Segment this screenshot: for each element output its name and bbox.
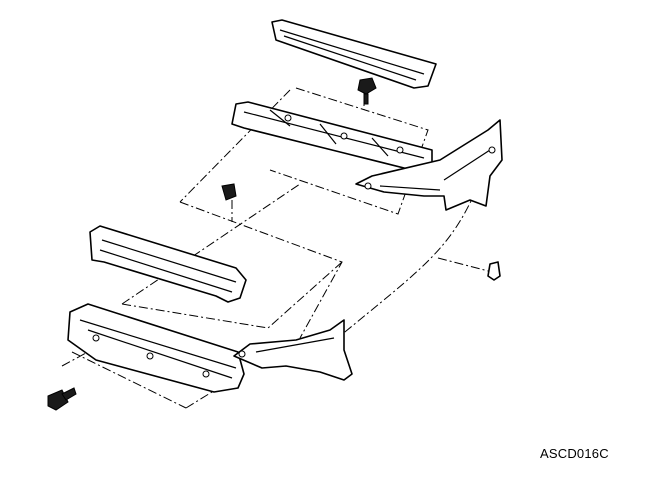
bolt-fastener xyxy=(47,387,77,411)
lower-cowl-panel xyxy=(67,303,245,393)
grommet xyxy=(487,261,501,281)
upper-seal-strip xyxy=(271,19,437,89)
upper-cowl-panel xyxy=(231,101,433,171)
assembly-guide-lines xyxy=(61,87,493,409)
clip-fastener-middle xyxy=(221,183,237,201)
right-side-panel-lower xyxy=(233,319,353,381)
right-side-panel-upper xyxy=(355,119,503,211)
figure-reference-code: ASCD016C xyxy=(540,446,609,461)
lower-seal-strip xyxy=(89,225,247,303)
clip-fastener xyxy=(357,77,377,105)
